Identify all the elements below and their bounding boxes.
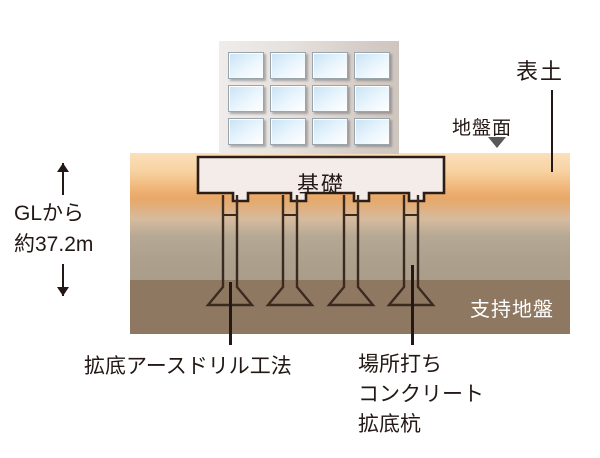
soil-layer-bearing: 支持地盤 [130, 280, 570, 334]
window-pane [312, 85, 348, 112]
callout-right-label: 場所打ち コンクリート 拡底杭 [358, 350, 484, 440]
ground-surface-label: 地盤面 [452, 118, 513, 139]
foundation-label: 基礎 [296, 172, 345, 197]
window-pane [312, 52, 348, 79]
triangle-down-icon [488, 137, 506, 148]
building-facade [219, 41, 399, 154]
depth-annotation: GLから 約37.2m [14, 198, 93, 260]
depth-line-1: GLから [14, 202, 85, 225]
window-grid [228, 52, 390, 145]
leader-line-right-callout [411, 265, 414, 345]
bearing-stratum-label: 支持地盤 [470, 299, 554, 321]
leader-line-left-callout [229, 282, 232, 345]
window-pane [228, 85, 264, 112]
window-pane [270, 118, 306, 145]
window-pane [354, 118, 390, 145]
window-pane [228, 52, 264, 79]
window-pane [312, 118, 348, 145]
callout-left-label: 拡底アースドリル工法 [84, 355, 292, 378]
callout-right-line-2: コンクリート [358, 383, 484, 406]
pile-shapes [205, 195, 436, 307]
window-pane [270, 85, 306, 112]
window-pane [354, 52, 390, 79]
arrow-up-icon [57, 163, 69, 195]
leader-line-topsoil [551, 90, 553, 172]
pile-group [190, 195, 450, 325]
callout-right-line-1: 場所打ち [358, 353, 442, 376]
window-pane [270, 52, 306, 79]
window-pane [228, 118, 264, 145]
arrow-down-icon [57, 264, 69, 296]
window-pane [354, 85, 390, 112]
topsoil-label: 表土 [516, 59, 565, 84]
depth-line-2: 約37.2m [14, 233, 94, 256]
callout-right-line-3: 拡底杭 [358, 413, 421, 436]
